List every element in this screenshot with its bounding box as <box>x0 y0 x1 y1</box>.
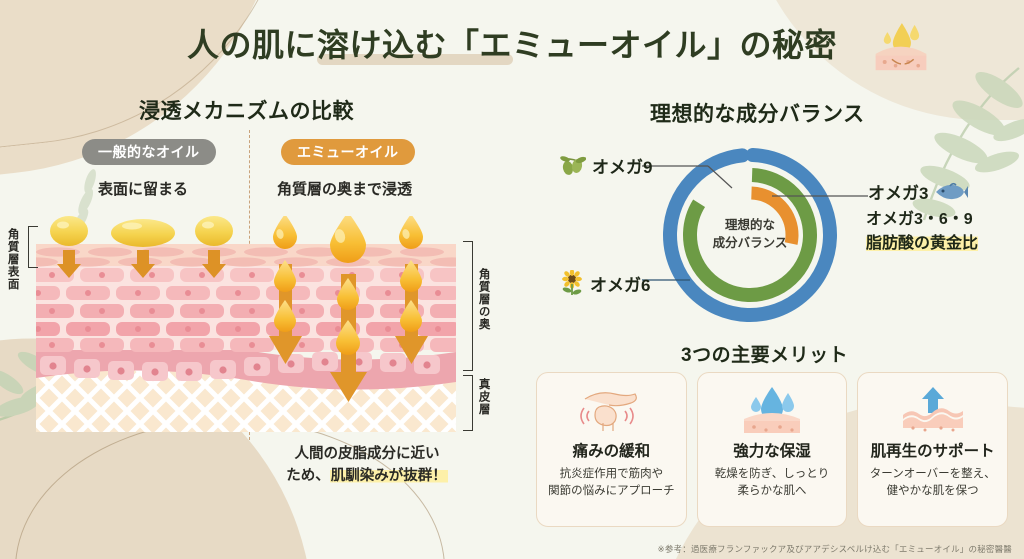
merit-desc-line2: 関節の悩みにアプローチ <box>548 485 675 498</box>
golden-ratio-line2: 脂肪酸の黄金比 <box>866 235 979 252</box>
donut-ring-omega6 <box>683 168 817 302</box>
merit-description: 乾燥を防ぎ、しっとり 柔らかな肌へ <box>709 466 835 501</box>
donut-center-line2: 成分バランス <box>712 236 788 251</box>
caption-general-oil: 表面に留まる <box>98 181 189 198</box>
skin-cross-section-diagram <box>36 216 456 432</box>
merit-card[interactable]: 強力な保湿 乾燥を防ぎ、しっとり 柔らかな肌へ <box>696 372 848 527</box>
emu-note-line2-highlight: 肌馴染みが抜群！ <box>329 468 448 485</box>
right-section-heading: 理想的な成分バランス <box>650 103 865 126</box>
merit-desc-line1: 抗炎症作用で筋肉や <box>559 468 664 480</box>
corner-line-bottom-left <box>15 419 445 559</box>
legend-omega6-label: オメガ6 <box>590 275 651 295</box>
merit-desc-line2: 柔らかな肌へ <box>737 485 807 498</box>
bracket-dermis-layer <box>463 375 473 431</box>
skin-regeneration-arrow-icon <box>902 387 963 432</box>
legend-omega9-label: オメガ9 <box>592 158 653 177</box>
general-oil-droplets <box>50 216 233 247</box>
merit-desc-line2: 健やかな肌を保つ <box>886 485 979 498</box>
merit-title: 痛みの緩和 <box>572 443 651 460</box>
footnote: ※参考：過医療フランファックア及びアアデシスベルけ込む「エミューオイル」の秘密醫… <box>657 544 1012 554</box>
omega-balance-donut-chart: 理想的な 成分バランス <box>655 140 845 330</box>
page-title: 人の肌に溶け込む「エミューオイル」の秘密 <box>186 27 837 63</box>
sunflower-icon <box>562 270 582 295</box>
legend-omega9: オメガ9 <box>560 153 652 178</box>
emu-oil-note: 人間の皮脂成分に近い ため、肌馴染みが抜群！ <box>252 443 482 488</box>
merit-desc-line1: ターンオーバーを整え、 <box>869 468 996 480</box>
emu-note-line1: 人間の皮脂成分に近い <box>294 446 440 462</box>
bracket-surface-layer <box>28 226 38 268</box>
legend-omega3-label: オメガ3 <box>868 184 929 203</box>
title-highlight-underline <box>317 54 513 65</box>
left-section-heading: 浸透メカニズムの比較 <box>139 100 354 123</box>
fish-icon <box>936 182 969 199</box>
badge-general-oil: 一般的なオイル <box>82 139 216 165</box>
merit-title: 肌再生のサポート <box>870 443 995 460</box>
caption-emu-oil: 角質層の奥まで浸透 <box>277 181 413 198</box>
donut-center-label: 理想的な 成分バランス <box>655 216 845 252</box>
label-deep-stratum-corneum: 角質層の奥 <box>477 268 490 331</box>
merit-description: 抗炎症作用で筋肉や 関節の悩みにアプローチ <box>542 466 681 501</box>
bracket-deep-layer <box>463 241 473 371</box>
emu-note-line2-plain: ため、 <box>286 468 330 485</box>
donut-center-line1: 理想的な <box>724 218 775 232</box>
water-drop-moisture-icon <box>744 387 800 433</box>
merit-description: ターンオーバーを整え、 健やかな肌を保つ <box>864 466 1002 501</box>
donut-ring-omega9 <box>663 148 837 322</box>
golden-ratio-line1: オメガ3・6・9 <box>866 211 973 228</box>
label-dermis: 真皮層 <box>477 378 490 416</box>
label-stratum-corneum-surface: 角質層表面 <box>6 228 19 291</box>
golden-ratio-text: オメガ3・6・9 脂肪酸の黄金比 <box>866 208 979 256</box>
general-oil-short-arrows <box>57 250 226 278</box>
legend-omega3: オメガ3 <box>868 179 969 204</box>
olive-icon <box>560 155 586 175</box>
merit-desc-line1: 乾燥を防ぎ、しっとり <box>714 468 830 480</box>
merit-card[interactable]: 肌再生のサポート ターンオーバーを整え、 健やかな肌を保つ <box>857 372 1009 527</box>
badge-emu-oil: エミューオイル <box>281 139 415 165</box>
title-area: 人の肌に溶け込む「エミューオイル」の秘密 <box>0 20 1024 66</box>
emu-oil-penetration <box>269 216 428 402</box>
knee-pain-relief-icon <box>580 392 638 431</box>
merits-heading: 3つの主要メリット <box>681 345 849 366</box>
merit-card[interactable]: 痛みの緩和 抗炎症作用で筋肉や 関節の悩みにアプローチ <box>536 372 687 527</box>
merit-card-list: 痛みの緩和 抗炎症作用で筋肉や 関節の悩みにアプローチ 強力な保湿 乾燥を防ぎ <box>536 372 1009 527</box>
oil-drop-skin-icon <box>875 23 927 71</box>
merit-title: 強力な保湿 <box>733 443 811 460</box>
legend-omega6: オメガ6 <box>560 270 650 296</box>
